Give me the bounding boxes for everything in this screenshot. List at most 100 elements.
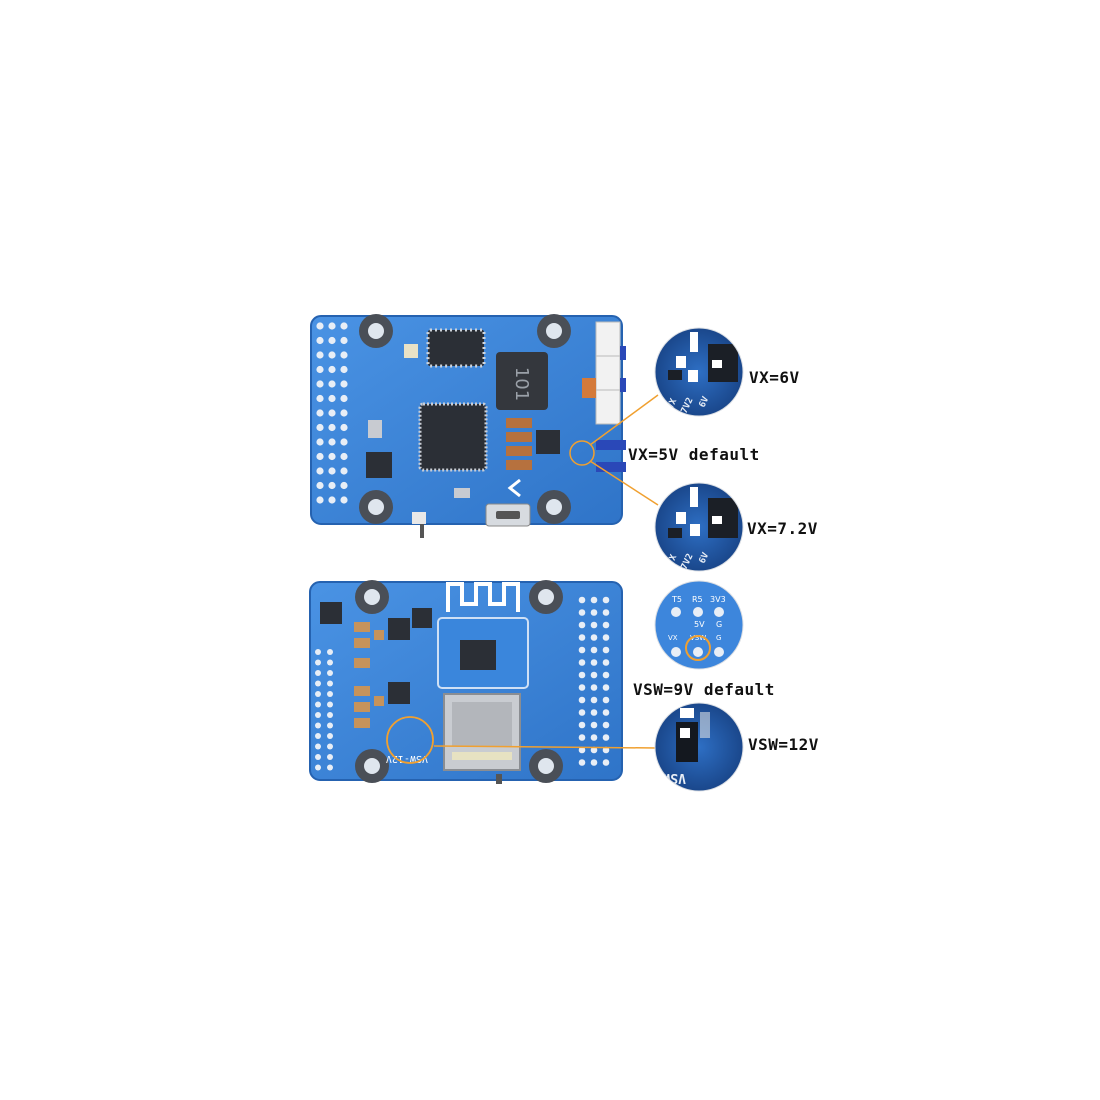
pin-pad [590,721,598,729]
zoom-vx-6v: VX 7V2 6V [654,327,744,417]
left-pin-header [316,322,348,504]
pin-pad [315,722,321,729]
pin-pad [328,438,336,446]
mcu-chip [418,402,488,472]
mounting-holes-bottom [355,580,563,783]
pin-pad [328,351,336,359]
pin-pad [578,759,586,766]
pin-pad [590,684,598,691]
right-servo-header [582,321,626,472]
pin-pad [590,746,598,754]
pin-pad [602,621,610,629]
pin-pad [602,609,610,616]
pin-pad [315,659,321,666]
pin-pad [315,691,321,697]
pin-pad [328,380,336,388]
vsw-jumper-callout [386,716,434,764]
pin-pad [578,696,586,704]
pin-pad [602,709,610,716]
pin-pad [602,721,610,729]
pin-pad [328,322,336,330]
pin-pad [590,609,598,616]
svg-text:3V3: 3V3 [710,595,726,604]
svg-text:6V: 6V [698,395,712,410]
zoom-vx-7-2v: VX 7V2 6V [654,482,744,572]
pin-pad [316,336,324,345]
zoom-vsw-9v-pads: T5 R5 3V3 5V G VX VSW G [654,580,744,670]
pin-pad [316,467,324,475]
pin-pad [327,701,333,708]
pin-pad [578,609,586,616]
label-vx-5v-default: VX=5V default [628,445,760,464]
pin-pad [328,336,336,345]
pin-pad [578,746,586,754]
antenna-trace [446,582,520,612]
svg-text:5V: 5V [694,620,705,629]
pin-pad [340,336,348,345]
pin-pad [590,646,598,654]
pin-pad [328,394,336,403]
pin-pad [590,596,598,604]
pin-pad [602,596,610,604]
pin-pad [590,709,598,716]
pin-pad [590,671,598,679]
zoom-vsw-12v: VSW-12V [654,702,744,792]
label-vsw-12v: VSW=12V [748,735,819,754]
pin-pad [340,423,348,432]
pin-pad [316,322,324,330]
smd-capacitors [354,622,384,728]
pin-pad [316,409,324,417]
pin-pad [327,743,333,750]
svg-text:VSW: VSW [690,634,706,642]
top-flight-controller-board: 101 [310,314,626,538]
pin-pad [316,365,324,374]
pin-pad [327,754,333,760]
top-ic-chip [426,328,486,368]
pin-pad [327,659,333,666]
pin-pad [315,764,321,771]
pin-pad [315,649,321,655]
pin-pad [327,649,333,655]
passive-components [368,418,532,498]
pin-pad [316,423,324,432]
power-inductor [496,352,548,410]
pin-pad [340,496,348,504]
pin-pad [340,380,348,388]
pin-pad [328,365,336,374]
vsw-silkscreen: VSW-12V [386,753,428,764]
pin-pad [315,701,321,708]
pin-pad [315,754,321,760]
svg-text:VX: VX [668,634,678,642]
pin-pad [340,467,348,475]
pin-pad [316,380,324,388]
pin-pad [328,496,336,504]
pin-pad [578,734,586,741]
pin-pad [316,394,324,403]
pin-pad [578,671,586,679]
pin-pad [602,696,610,704]
pin-pad [328,409,336,417]
pin-pad [340,394,348,403]
pin-pad [602,746,610,754]
callout-line-vsw [433,745,657,749]
pin-pad [578,596,586,604]
pin-pad [590,634,598,641]
pin-pad [602,659,610,666]
pin-pad [328,481,336,490]
pin-pad [578,621,586,629]
pin-pad [315,670,321,676]
pin-pad [315,680,321,687]
pin-pad [590,621,598,629]
bottom-pin-headers [315,596,610,771]
pin-pad [316,496,324,504]
svg-text:6V: 6V [698,551,712,566]
svg-text:T5: T5 [671,595,682,604]
vx-jumper-callout [569,440,595,466]
label-vx-7-2v: VX=7.2V [747,519,818,538]
label-vsw-9v-default: VSW=9V default [633,680,775,699]
pin-pad [340,365,348,374]
pin-pad [578,709,586,716]
callout-lines-top [589,394,659,506]
pin-pad [340,452,348,461]
pin-pad [602,634,610,641]
